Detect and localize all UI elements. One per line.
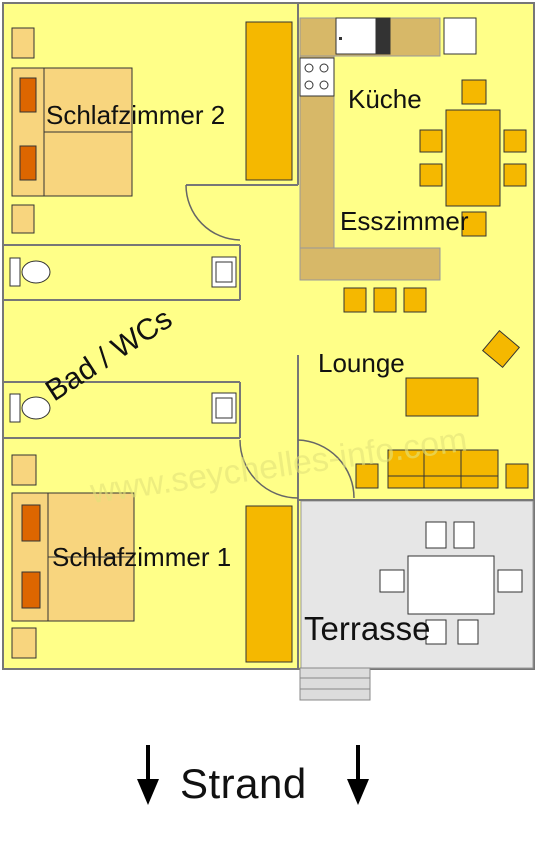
sofa — [387, 449, 499, 489]
room-label-dining: Esszimmer — [340, 206, 469, 236]
terrace-table — [407, 555, 495, 615]
pillow — [21, 571, 41, 609]
chair — [503, 163, 527, 187]
chair — [419, 129, 443, 153]
oven — [375, 17, 391, 55]
bar-stool — [403, 287, 427, 313]
terrace-chair — [379, 569, 405, 593]
chair — [461, 211, 487, 237]
room-label-bedroom2: Schlafzimmer 2 — [46, 100, 225, 130]
pillow — [19, 77, 37, 113]
nightstand — [11, 27, 35, 59]
bar-stool — [343, 287, 367, 313]
interior-walls — [3, 3, 534, 668]
pillow — [21, 504, 41, 542]
door-swings — [185, 184, 355, 499]
nightstand — [11, 627, 37, 659]
kitchen-counter-bottom — [299, 247, 441, 281]
wardrobe-1 — [245, 505, 293, 663]
stove — [299, 57, 335, 97]
chair — [461, 79, 487, 105]
terrace-steps — [299, 667, 371, 701]
toilet-bowl — [21, 260, 51, 284]
coffee-table — [405, 377, 479, 417]
toilet-bowl — [21, 396, 51, 420]
chair — [419, 163, 443, 187]
room-label-lounge: Lounge — [318, 348, 405, 378]
beach-direction-label: Strand — [180, 760, 307, 807]
fridge — [335, 17, 377, 55]
room-label-kitchen: Küche — [348, 84, 422, 114]
side-table — [505, 463, 529, 489]
nightstand — [11, 204, 35, 234]
room-label-bedroom1: Schlafzimmer 1 — [52, 542, 231, 572]
toilet-tank — [9, 257, 21, 287]
armchair — [481, 329, 521, 369]
terrace-chair — [425, 619, 447, 645]
chair — [503, 129, 527, 153]
room-label-terrace: Terrasse — [304, 610, 431, 647]
sink-cabinet — [443, 17, 477, 55]
pillow — [19, 145, 37, 181]
terrace-chair — [425, 521, 447, 549]
terrace-chair — [453, 521, 475, 549]
nightstand — [11, 454, 37, 486]
toilet-tank — [9, 393, 21, 423]
dining-table — [445, 109, 501, 207]
wardrobe-2 — [245, 21, 293, 181]
side-table — [355, 463, 379, 489]
terrace-chair — [457, 619, 479, 645]
terrace-chair — [497, 569, 523, 593]
bar-stool — [373, 287, 397, 313]
